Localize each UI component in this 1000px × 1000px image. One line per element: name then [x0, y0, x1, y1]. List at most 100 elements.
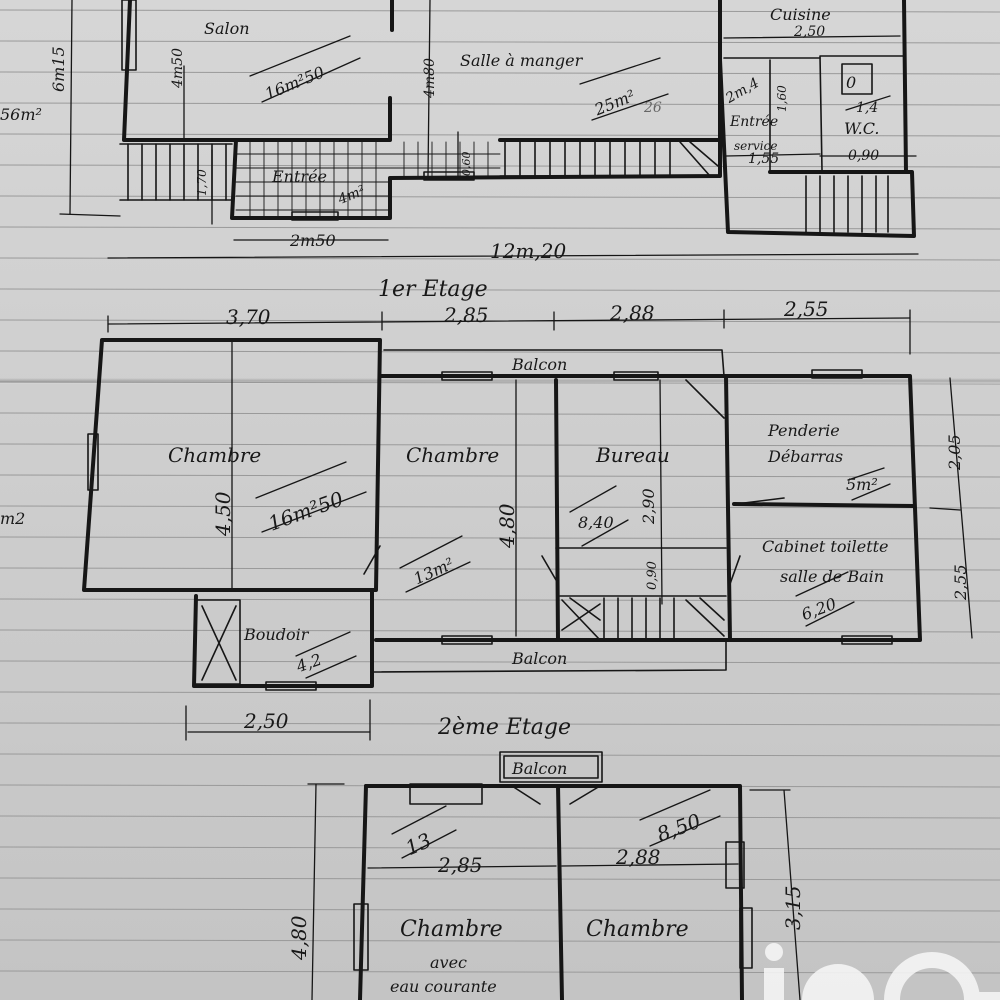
floor2-chambre1-label: Chambre [400, 917, 503, 942]
bureau-area: 8,40 [578, 513, 614, 532]
floor1-left-edge-text: m2 [0, 509, 25, 528]
service-inner-walls [723, 57, 821, 173]
ruled-line [0, 412, 1000, 416]
salon-height: 4m50 [170, 48, 186, 89]
floor2-balcon-inner [503, 755, 599, 779]
entree-tiles [235, 141, 501, 217]
floor1-outer-walls [374, 374, 922, 642]
chambre1-label: Chambre [168, 443, 261, 467]
floor2-balcon-box [499, 751, 603, 783]
stairs-salle [499, 141, 721, 177]
service-walls [718, 58, 916, 238]
salon-label: Salon [204, 19, 250, 38]
floor1-right-dim-2-05: 2,05 [945, 434, 964, 471]
total-width: 12m,20 [490, 239, 566, 263]
ruled-line [0, 71, 1000, 75]
floor2-avec-label: avec [430, 953, 467, 972]
floor1-stairs [559, 595, 727, 641]
floor2-height-left: 4,80 [287, 915, 311, 961]
stairs-left [119, 143, 233, 201]
floor2-width2: 2,88 [615, 845, 661, 869]
entree-walls [230, 0, 722, 220]
chambre2-label: Chambre [406, 443, 499, 467]
ruled-line [0, 443, 1000, 447]
boudoir-closet [195, 599, 241, 685]
floor1-internal-dims [185, 339, 973, 741]
floor2-height-right: 3,15 [781, 885, 805, 930]
chambre2-height: 4,80 [495, 503, 519, 549]
salle-bain-label: salle de Bain [780, 567, 884, 586]
chambre1-walls [82, 338, 382, 592]
stair-height: 1,70 [195, 169, 209, 196]
ruled-line [0, 350, 1000, 354]
entree-width: 2m50 [289, 231, 336, 250]
ruled-line [0, 660, 1000, 664]
salon-walls [122, 0, 392, 142]
step-height: 0,60 [460, 152, 473, 177]
ruled-line [0, 877, 1000, 881]
debarras-wall [732, 502, 916, 508]
wc-fixture [841, 63, 873, 95]
floor2-dims [307, 783, 801, 1000]
floor1-dim-3-70: 3,70 [226, 305, 271, 329]
salle-label: Salle à manger [460, 51, 584, 70]
salle-height: 4m80 [422, 58, 438, 99]
paper-fold [0, 378, 1000, 384]
ruled-line [0, 9, 1000, 13]
salon-area: 16m²50 [262, 63, 327, 104]
salle-area-pencil: 26 [643, 100, 662, 116]
ruled-line [0, 536, 1000, 540]
floor2-balcon-label: Balcon [511, 759, 567, 778]
ruled-line [0, 474, 1000, 478]
service-area: 2m,4 [722, 75, 762, 107]
ruled-line [0, 133, 1000, 137]
wc-right-wall [902, 0, 908, 174]
ruled-line [0, 598, 1000, 602]
ruled-line [0, 40, 1000, 44]
floor2-walls [364, 784, 744, 1000]
floor2-middle-wall [556, 784, 564, 1000]
watermark-logo [764, 943, 1000, 1000]
floor2-eau-label: eau courante [390, 977, 497, 996]
chambre1-area: 16m²50 [265, 486, 347, 535]
ruled-line [0, 505, 1000, 509]
floor1-top-dimension [107, 309, 911, 355]
cuisine-label: Cuisine [770, 5, 831, 24]
entree-service-label: Entrée [729, 114, 778, 130]
debarras-area: 5m² [846, 475, 878, 494]
wc-walls [819, 55, 905, 171]
second-floor: 2ème Etage Balcon 13 2,85 [287, 715, 805, 1000]
balcon-top-label: Balcon [511, 355, 567, 374]
ruled-line [0, 908, 1000, 912]
cuisine-width: 2,50 [793, 24, 825, 40]
floor2-windows [353, 783, 753, 971]
floor2-left-wall [358, 784, 368, 1000]
stairs-service [805, 175, 889, 233]
bureau-left-wall [554, 378, 560, 642]
left-area: 56m² [0, 105, 42, 124]
chambre1-height: 4,50 [211, 491, 235, 537]
floor1-dim-2-88: 2,88 [609, 301, 655, 325]
floor1-right-dim-2-55: 2,55 [951, 564, 970, 601]
ruled-line [0, 288, 1000, 292]
ruled-line [0, 846, 1000, 850]
ruled-line [0, 102, 1000, 106]
bureau-step: 0,90 [645, 561, 660, 590]
bureau-label: Bureau [595, 443, 670, 467]
wc-box-label: 0 [846, 73, 856, 92]
ruled-line [0, 815, 1000, 819]
floor2-title: 2ème Etage [437, 715, 571, 740]
floor2-chambre2-label: Chambre [586, 917, 689, 942]
balcon-bottom-label: Balcon [511, 649, 567, 668]
ruled-line [0, 722, 1000, 726]
floor1-door-swings [363, 379, 785, 585]
service-width: 1,55 [748, 151, 779, 167]
service-height: 1,60 [775, 85, 789, 112]
ruled-line [0, 691, 1000, 695]
boudoir-label: Boudoir [243, 625, 310, 644]
wc-label: W.C. [844, 119, 880, 138]
bureau-height: 2,90 [639, 488, 658, 525]
bureau-right-wall [724, 374, 732, 642]
